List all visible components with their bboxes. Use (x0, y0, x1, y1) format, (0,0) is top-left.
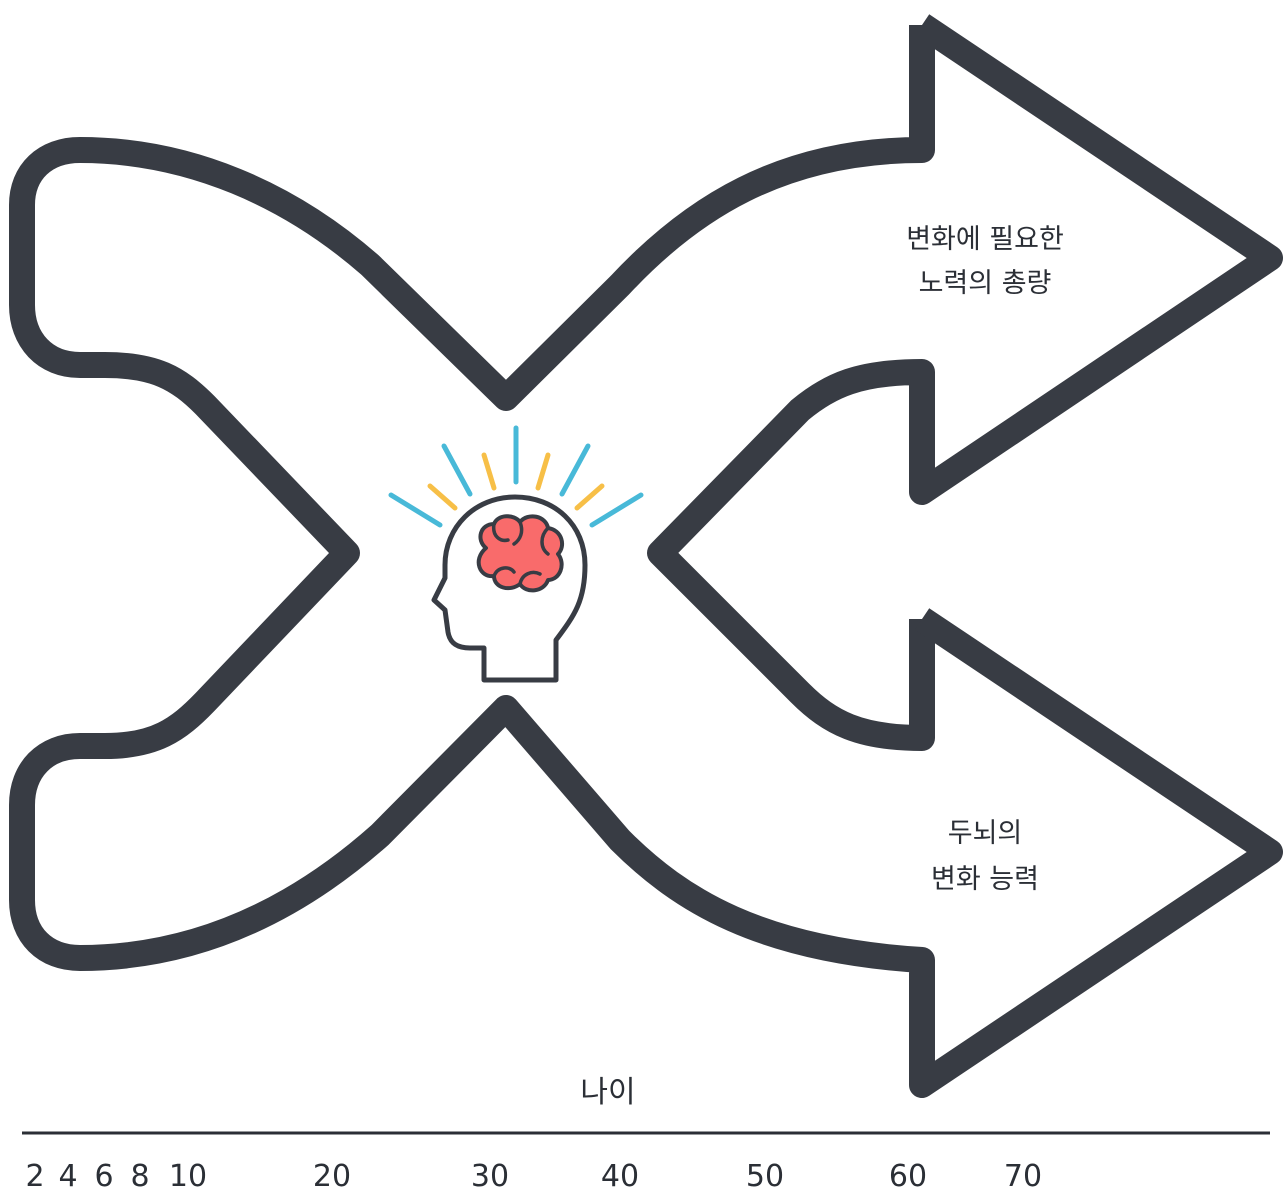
head-with-brain-icon (388, 425, 644, 683)
age-tick-label: 2 (25, 1159, 44, 1193)
age-tick-label: 40 (601, 1159, 639, 1193)
age-tick-label: 30 (471, 1159, 509, 1193)
plasticity-label-line2: 변화 능력 (931, 864, 1039, 895)
effort-label-line2: 노력의 총량 (919, 268, 1052, 299)
brain-fold (491, 520, 550, 586)
age-tick-label: 50 (746, 1159, 784, 1193)
age-tick-label: 6 (94, 1159, 113, 1193)
brain (476, 514, 565, 593)
idea-rays (388, 425, 644, 528)
effort-label-line1: 변화에 필요한 (906, 224, 1064, 255)
brain-plasticity-arrow (9, 25, 1283, 1098)
age-tick-label: 70 (1004, 1159, 1042, 1193)
axis-title: 나이 (580, 1075, 635, 1110)
plasticity-label-line1: 두뇌의 (948, 818, 1023, 849)
head-outline (431, 494, 588, 683)
age-tick-label: 60 (889, 1159, 927, 1193)
age-tick-label: 10 (169, 1159, 207, 1193)
age-tick-label: 20 (313, 1159, 351, 1193)
effort-arrow (647, 14, 1283, 751)
age-tick-label: 4 (58, 1159, 77, 1193)
age-tick-label: 8 (130, 1159, 149, 1193)
